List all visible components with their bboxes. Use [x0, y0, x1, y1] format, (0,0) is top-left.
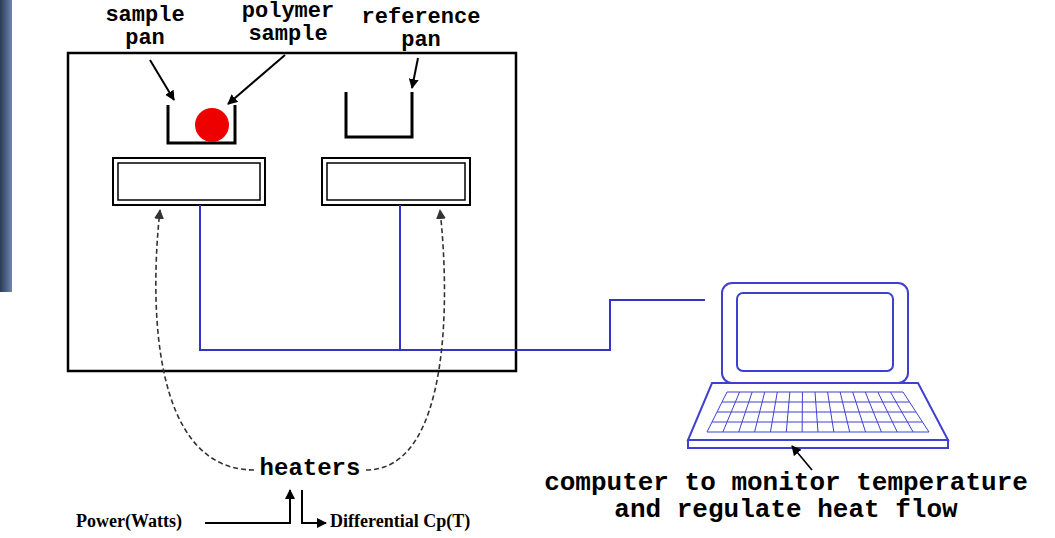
instrument-housing [68, 53, 516, 371]
laptop-computer [688, 283, 948, 448]
leader-line [366, 210, 444, 470]
input-arrow [205, 490, 290, 523]
sample-pan [168, 105, 235, 143]
part-label: computer to monitor temperature and regu… [522, 470, 1050, 525]
part-label: reference pan [356, 6, 486, 52]
reference-pan [346, 92, 412, 137]
part-label: heaters [250, 456, 370, 481]
signal-label: Power(Watts) [76, 512, 206, 531]
part-label: sample pan [90, 4, 200, 50]
heater [113, 158, 265, 205]
part-label: polymer sample [228, 0, 348, 46]
signal-label: Differential Cp(T) [330, 512, 530, 531]
signal-wire [200, 205, 705, 350]
leader-line [150, 60, 174, 100]
leader-line [228, 55, 285, 104]
signal-wire [399, 205, 401, 350]
leader-line [412, 58, 418, 88]
leader-line [792, 446, 812, 470]
leader-line [156, 210, 254, 470]
polymer-sample [195, 108, 229, 142]
edge-bar [0, 0, 12, 292]
heater [322, 158, 470, 205]
output-arrow [302, 490, 326, 523]
